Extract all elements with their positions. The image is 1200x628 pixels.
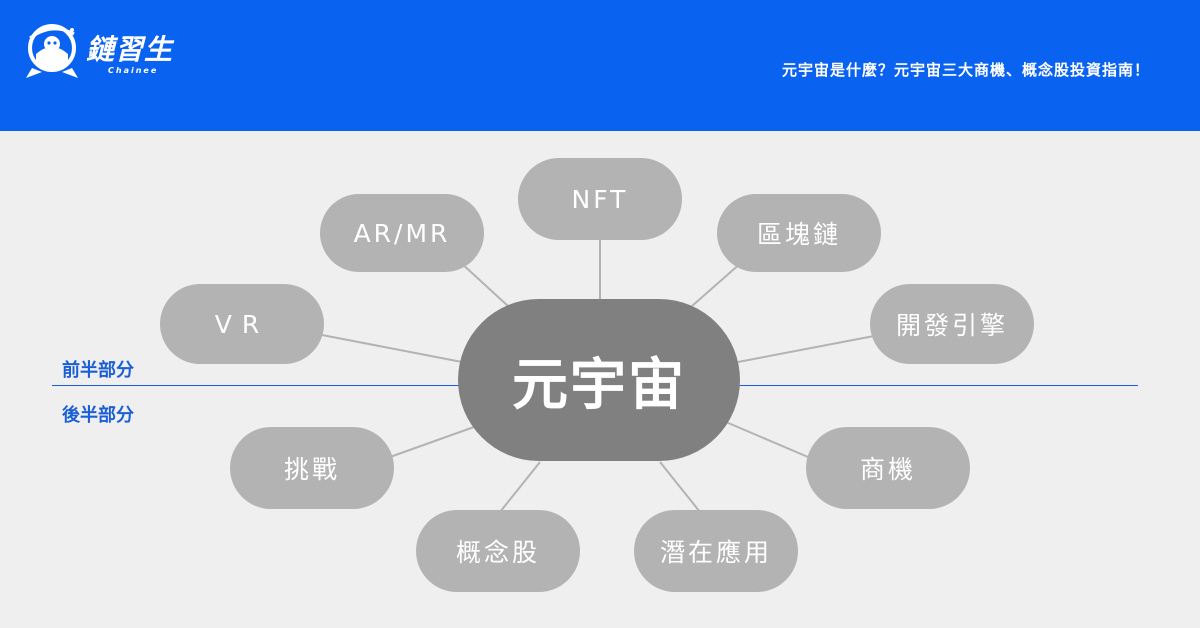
connector-armr [459,261,509,307]
center-node-metaverse: 元宇宙 [458,299,740,461]
connector-applications [659,461,701,513]
connector-concept-stock [499,461,541,513]
connector-blockchain [691,261,743,307]
node-dev-engine: 開發引擎 [870,284,1034,364]
header-banner: 鏈習生 Chainee 元宇宙是什麼？元宇宙三大商機、概念股投資指南！ [0,0,1200,131]
logo-text: 鏈習生 [86,33,174,66]
connector-engine [737,335,875,363]
node-challenge: 挑戰 [230,427,394,509]
article-title: 元宇宙是什麼？元宇宙三大商機、概念股投資指南！ [781,61,1150,79]
connector-vr [321,334,463,363]
node-nft: NFT [518,158,682,240]
logo-subtext: Chainee [108,66,159,75]
node-blockchain: 區塊鏈 [717,194,881,272]
first-half-label: 前半部分 [62,360,134,381]
chainee-logo-icon [26,24,78,78]
node-applications: 潛在應用 [634,510,798,592]
connector-business [725,421,809,458]
node-vr: VR [160,284,324,364]
connector-challenge [389,426,475,458]
node-concept-stock: 概念股 [416,510,580,592]
node-ar-mr: AR/MR [320,194,484,272]
node-business: 商機 [806,427,970,509]
second-half-label: 後半部分 [62,405,134,426]
